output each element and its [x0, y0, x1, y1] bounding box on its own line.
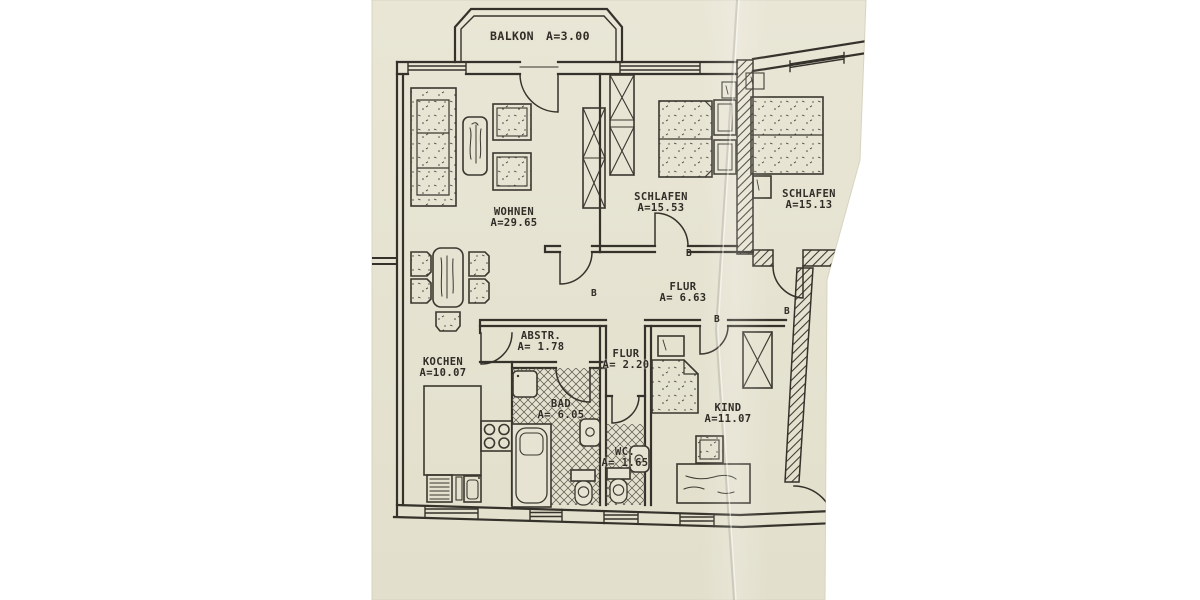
kitchen-appliance: [426, 474, 463, 503]
washbasin: [629, 445, 650, 473]
sofa: [410, 87, 457, 207]
schlafen-links-door: [654, 212, 689, 247]
wc-door: [611, 395, 640, 424]
room-label-abstellraum: ABSTR.A= 1.78: [517, 330, 565, 353]
armchair: [492, 152, 532, 191]
room-label-wc: WC.A= 1.65: [601, 446, 649, 469]
abstellraum-door: [480, 332, 513, 365]
door-label-b: B: [686, 248, 692, 259]
dining-chair: [410, 251, 490, 332]
paper-crease: [700, 0, 770, 600]
washbasin: [512, 370, 538, 398]
wall-cabinet: [582, 107, 606, 209]
toilet: [606, 467, 631, 504]
coffee-table: [462, 116, 488, 176]
bathtub: [511, 423, 552, 508]
door-label-b: B: [784, 306, 790, 317]
toilet: [570, 469, 596, 506]
nightstand: [657, 335, 685, 357]
door-label-b: B: [591, 288, 597, 299]
armchair: [492, 103, 532, 141]
stove: [480, 420, 513, 452]
wohnen-door: [559, 251, 593, 285]
wardrobe: [609, 74, 635, 176]
bad-door: [555, 367, 591, 403]
door-label-b: B: [714, 314, 720, 325]
balcony-door: [519, 73, 559, 113]
dining-table: [432, 247, 464, 308]
kitchen-sink: [463, 475, 482, 503]
schlafen-rechts-door: [772, 265, 804, 299]
washbasin: [579, 418, 601, 447]
single-bed: [651, 359, 699, 414]
